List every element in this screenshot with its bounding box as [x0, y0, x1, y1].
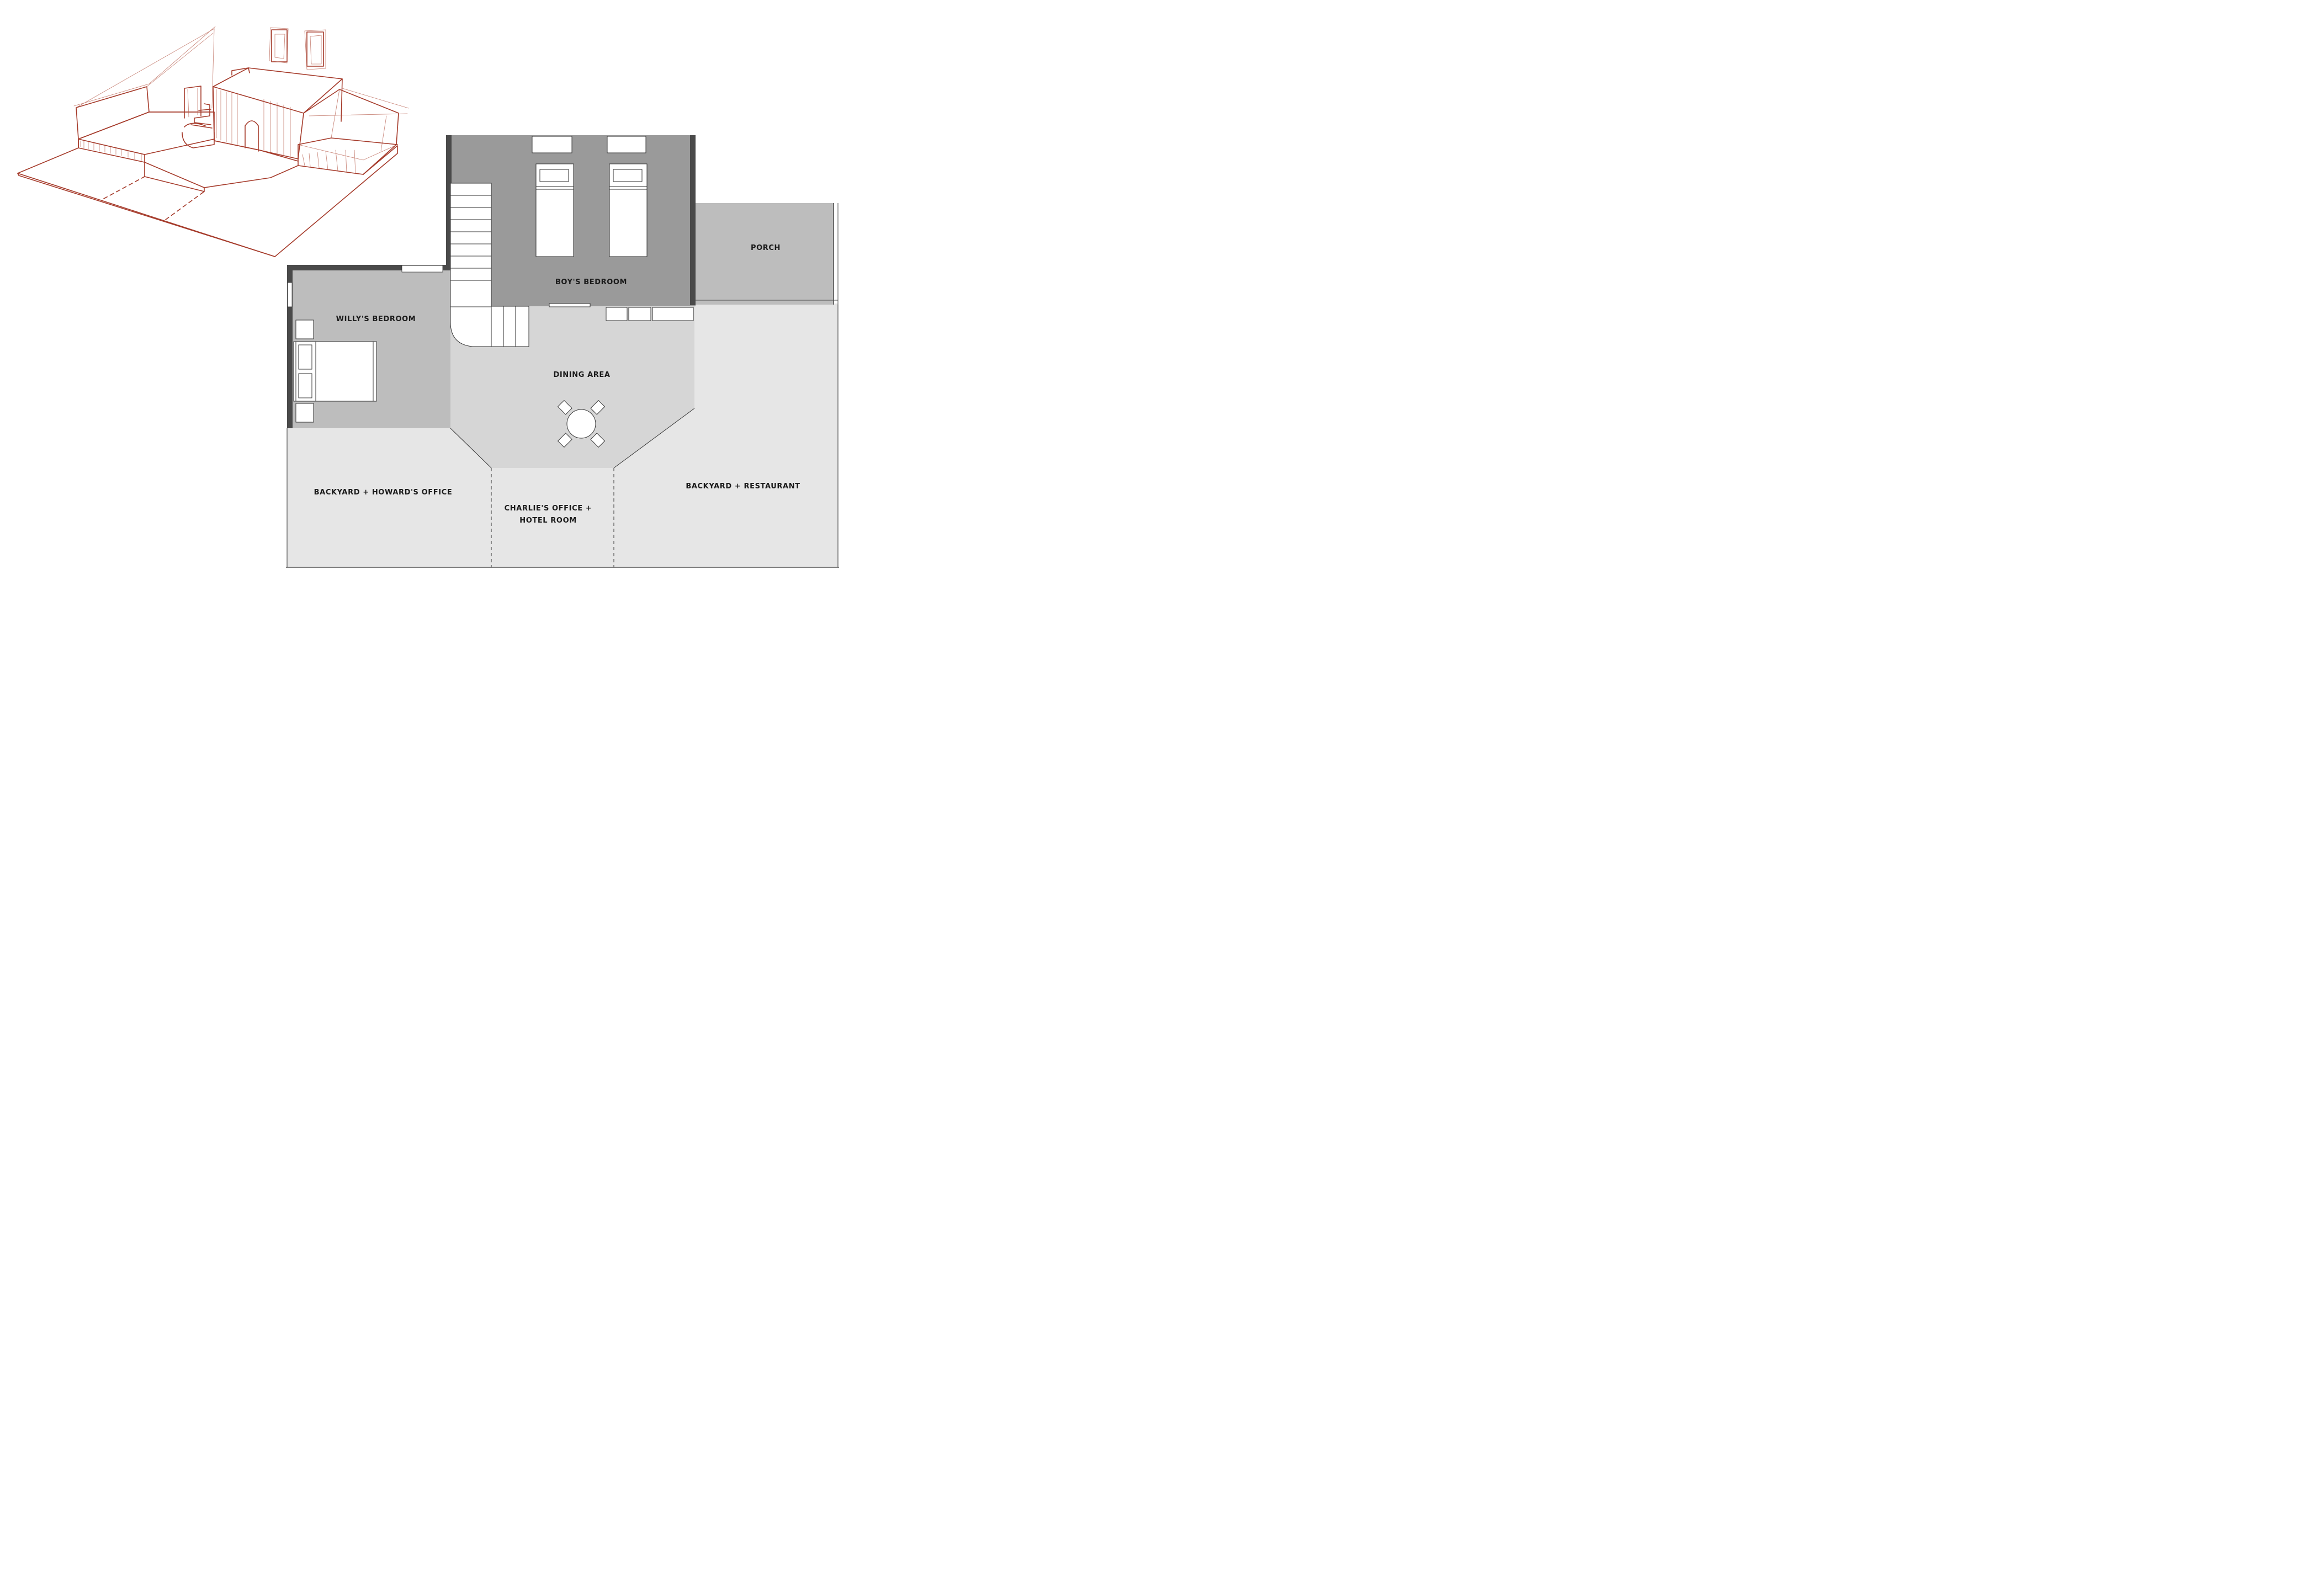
double-bed	[293, 341, 377, 402]
cabinet-2	[628, 307, 651, 321]
label-charlies-office-line2: HOTEL ROOM	[519, 517, 577, 525]
nightstand-bottom	[295, 403, 314, 423]
cabinet-3	[652, 307, 694, 321]
porch-region	[694, 203, 834, 305]
wall-boys-left	[446, 135, 452, 270]
floor-plan: BOY'S BEDROOM PORCH WILLY'S BEDROOM DINI…	[286, 135, 839, 568]
bench-boys-bottom	[549, 303, 591, 307]
isometric-set-sketch	[17, 26, 409, 257]
staircase	[450, 183, 529, 347]
window-willy-top	[401, 265, 443, 273]
wall-willy-left	[287, 265, 293, 428]
cabinet-1	[606, 307, 628, 321]
label-backyard-howards-office: BACKYARD + HOWARD'S OFFICE	[314, 488, 453, 497]
window-willy-left	[287, 282, 293, 307]
bed-right	[609, 163, 648, 257]
dresser-right	[607, 136, 646, 153]
label-willys-bedroom: WILLY'S BEDROOM	[336, 315, 416, 323]
nightstand-top	[295, 320, 314, 339]
dining-table	[557, 400, 606, 448]
backyard-restaurant-region	[614, 304, 838, 567]
set-design-drawing: BOY'S BEDROOM PORCH WILLY'S BEDROOM DINI…	[17, 26, 839, 568]
label-charlies-office-line1: CHARLIE'S OFFICE +	[505, 504, 592, 513]
label-dining-area: DINING AREA	[553, 371, 610, 379]
label-porch: PORCH	[751, 244, 781, 252]
dresser-left	[532, 136, 572, 153]
label-backyard-restaurant: BACKYARD + RESTAURANT	[686, 482, 800, 491]
bed-left	[535, 163, 574, 257]
wall-willy-top	[287, 265, 450, 270]
label-boys-bedroom: BOY'S BEDROOM	[555, 278, 627, 286]
wall-boys-right	[690, 135, 696, 305]
